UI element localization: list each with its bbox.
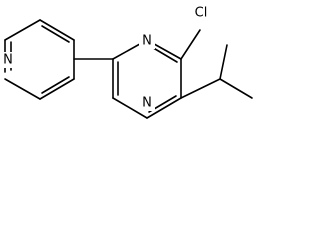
atom-chlorine: Cl (190, 5, 212, 21)
bond (4, 19, 41, 41)
nitrogen-label: N (3, 53, 13, 68)
bond (4, 78, 41, 100)
bond (219, 44, 228, 80)
bond (39, 19, 75, 41)
bond (41, 76, 70, 94)
bond (180, 78, 221, 99)
bond (146, 97, 182, 119)
chlorine-label: Cl (195, 6, 208, 21)
atom-pyrimidine-n1: N (139, 33, 155, 49)
nitrogen-label: N (142, 34, 152, 49)
atom-pyridine-n: N (0, 52, 16, 68)
chemical-structure-diagram: N N N Cl (0, 5, 253, 119)
atom-pyrimidine-n3: N (139, 95, 155, 111)
bond (219, 78, 253, 99)
bond (39, 78, 75, 100)
bond (41, 25, 70, 43)
bond (112, 97, 148, 119)
isopropyl-group (180, 44, 253, 99)
chlorine-bond (180, 29, 201, 60)
nitrogen-label: N (142, 96, 152, 111)
